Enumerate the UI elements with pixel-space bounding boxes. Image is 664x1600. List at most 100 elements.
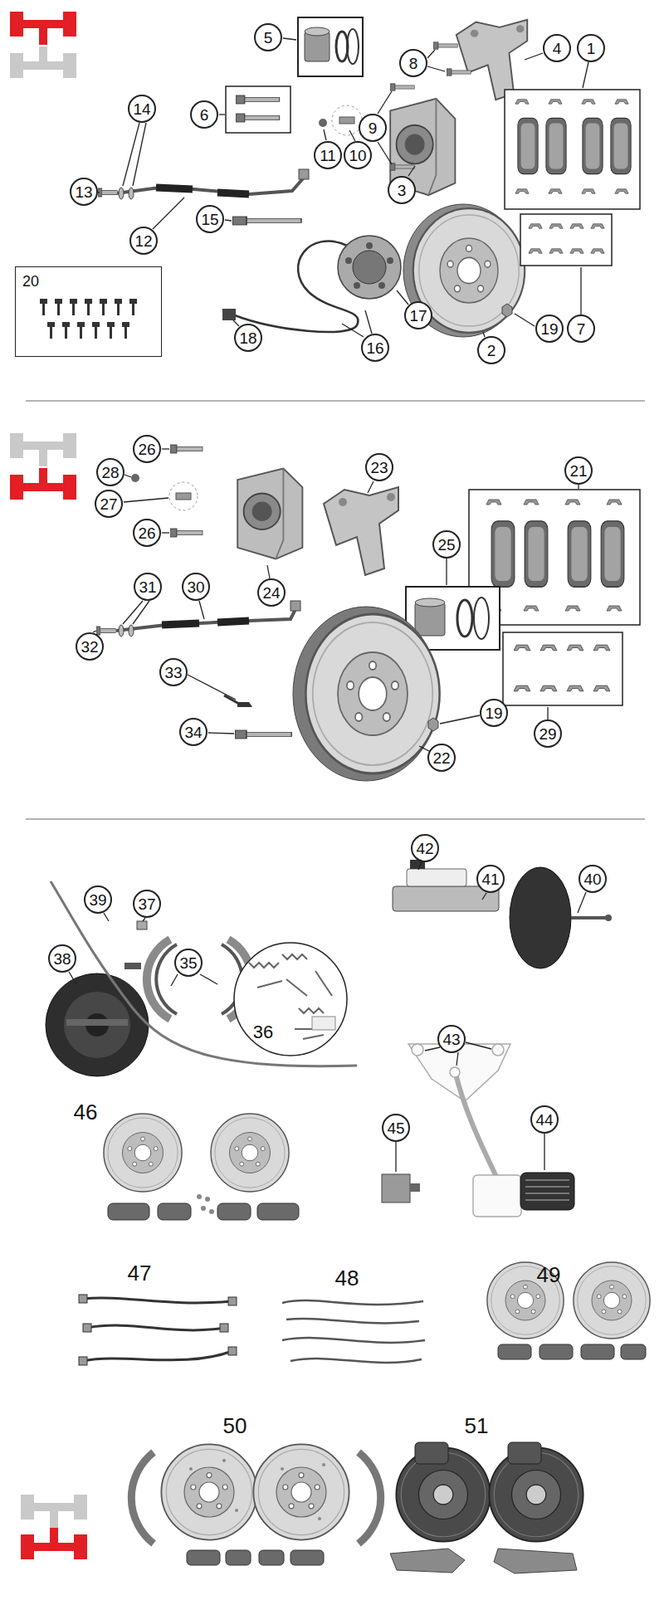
part-number: 48 — [335, 1267, 360, 1289]
parking-brake-and-hydraulics — [605, 914, 612, 922]
rear-brake-parts — [237, 702, 253, 708]
brake-kits — [507, 1442, 542, 1465]
brake-kits — [257, 1203, 299, 1221]
rear-brake-parts — [566, 644, 584, 651]
front-brake-parts — [235, 113, 280, 123]
front-brake-parts — [57, 303, 60, 316]
leader-line — [122, 122, 140, 186]
part-number: 46 — [73, 1101, 98, 1123]
brake-kits — [228, 1297, 237, 1306]
callout-circle: 3 — [387, 175, 416, 205]
parking-brake-and-hydraulics — [234, 942, 347, 1056]
leader-line — [123, 498, 169, 503]
callout-number: 30 — [186, 579, 205, 596]
callout-circle: 32 — [75, 632, 104, 661]
rear-brake-parts — [169, 482, 198, 511]
brake-kits — [196, 1194, 202, 1200]
leader-line — [395, 1142, 396, 1172]
parking-brake-and-hydraulics — [50, 881, 357, 1067]
brake-kits — [196, 1194, 215, 1215]
front-brake-parts — [107, 322, 115, 328]
leader-line — [577, 484, 579, 489]
rear-brake-parts — [234, 730, 292, 739]
rear-brake-parts — [323, 487, 399, 576]
callout-circle: 2 — [477, 336, 506, 365]
rear-brake-parts — [593, 644, 611, 651]
callout-circle: 6 — [190, 100, 219, 129]
part-number: 49 — [537, 1264, 562, 1286]
rear-brake-parts — [428, 717, 439, 732]
brake-kits — [78, 1294, 237, 1366]
front-brake-parts — [581, 189, 596, 194]
front-brake-parts — [610, 117, 631, 174]
leader-line — [418, 862, 422, 870]
leader-line — [349, 130, 356, 142]
leader-line — [546, 707, 548, 720]
parking-brake-and-hydraulics — [411, 1044, 424, 1056]
front-brake-parts — [72, 303, 75, 316]
front-brake-parts — [528, 224, 542, 229]
leader-line — [524, 53, 543, 60]
front-brake-parts — [378, 282, 386, 289]
rear-brake-parts — [502, 632, 623, 706]
front-brake-parts — [386, 257, 394, 264]
rear-brake-parts — [486, 499, 502, 505]
rear-brake-parts — [606, 499, 622, 505]
brake-kits — [209, 1209, 215, 1215]
callout-number: 19 — [484, 705, 503, 722]
callout-number: 37 — [137, 896, 156, 913]
brake-kits — [78, 1294, 88, 1304]
rear-brake-parts — [513, 685, 531, 692]
leader-line — [396, 290, 409, 305]
section-divider — [25, 400, 645, 402]
leader-line — [408, 166, 415, 176]
callout-circle: 12 — [129, 226, 158, 255]
callout-circle: 31 — [133, 572, 162, 601]
parking-brake-and-hydraulics — [257, 971, 332, 996]
callout-circle: 29 — [533, 719, 562, 748]
callout-circle: 42 — [410, 834, 440, 863]
callout-circle: 34 — [179, 717, 208, 747]
callout-circle: 45 — [381, 1113, 411, 1143]
front-brake-parts — [84, 298, 93, 304]
front-brake-parts — [298, 169, 309, 180]
brake-kits — [581, 1344, 615, 1360]
axle-icon — [9, 468, 77, 500]
parking-brake-and-hydraulics — [492, 1044, 504, 1056]
callout-circle: 37 — [132, 889, 162, 918]
callout-number: 7 — [576, 321, 586, 337]
callout-number: 27 — [99, 496, 118, 513]
leader-line — [132, 122, 147, 186]
leader-line — [200, 974, 218, 985]
leader-line — [543, 1133, 545, 1171]
leader-line — [68, 38, 589, 1172]
parking-brake-and-hydraulics — [124, 962, 142, 970]
front-brake-parts — [515, 189, 529, 194]
front-brake-parts — [39, 298, 48, 304]
front-brake-parts — [156, 187, 193, 190]
brake-kits — [186, 1550, 220, 1566]
part-number: 50 — [223, 1415, 248, 1437]
brake-kits — [280, 1467, 284, 1471]
leader-line — [124, 474, 132, 478]
callout-number: 12 — [134, 233, 152, 249]
front-brake-parts — [549, 249, 563, 254]
brake-kits — [189, 1459, 326, 1521]
rear-brake-parts — [565, 605, 581, 611]
front-brake-parts — [42, 303, 45, 316]
callout-number: 5 — [263, 29, 274, 46]
leader-line — [367, 481, 374, 494]
front-brake-parts — [97, 188, 118, 197]
rear-brake-parts — [175, 493, 191, 500]
callout-circle: 35 — [174, 948, 203, 977]
rear-brake-parts — [540, 644, 557, 651]
callout-circle: 43 — [437, 1025, 466, 1054]
front-brake-parts — [352, 250, 386, 284]
callout-circle: 19 — [535, 314, 564, 343]
front-brake-parts — [39, 17, 640, 339]
callout-number: 3 — [397, 182, 407, 199]
rear-brake-parts — [96, 444, 640, 782]
front-brake-parts — [548, 189, 562, 194]
front-brake-parts — [54, 298, 63, 304]
leader-line — [482, 893, 487, 900]
